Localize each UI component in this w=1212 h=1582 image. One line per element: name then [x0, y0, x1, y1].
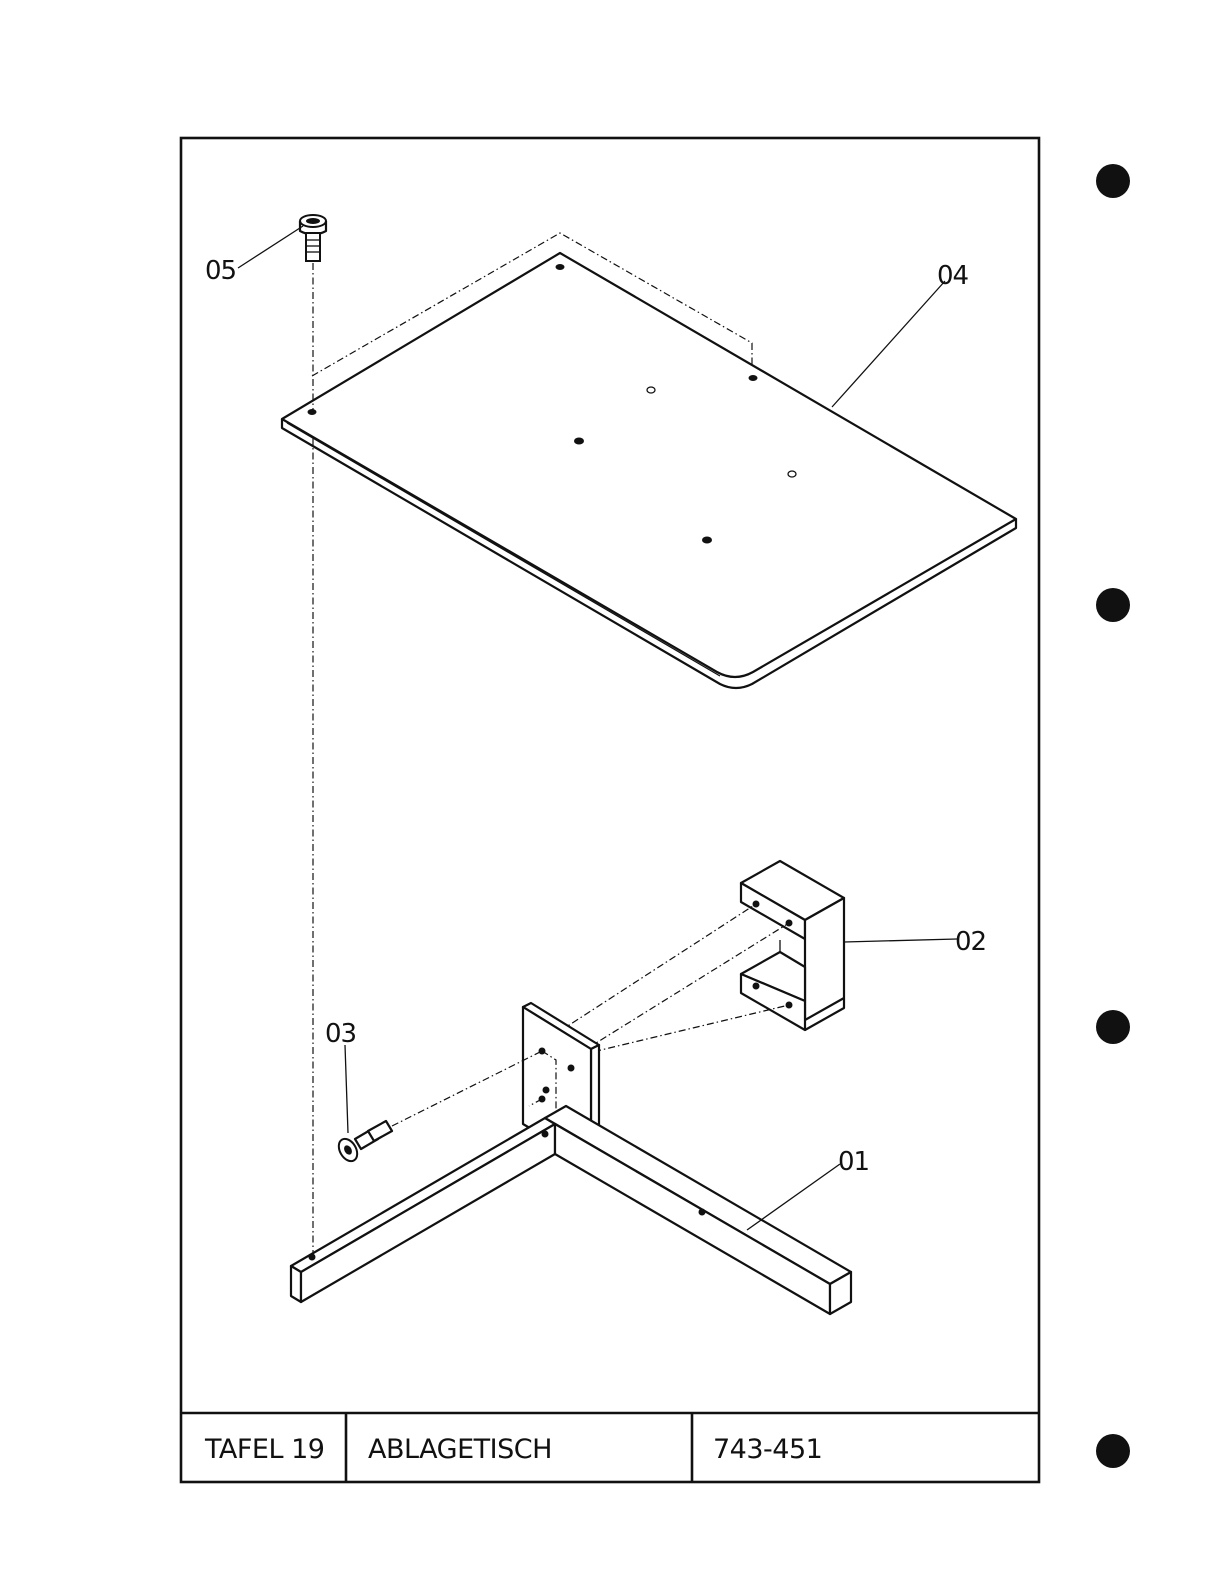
mounting-hole: [574, 438, 584, 445]
binder-hole-icon: [1096, 1434, 1130, 1468]
binder-holes: [1096, 164, 1130, 1468]
mounting-hole: [308, 409, 317, 415]
screw-icon: [300, 215, 326, 261]
callout-05: 05: [205, 256, 236, 286]
callout-04: 04: [937, 261, 969, 291]
callout-01: 01: [838, 1147, 869, 1177]
plate-number: TAFEL 19: [204, 1434, 324, 1465]
mounting-hole: [556, 264, 565, 270]
screw-icon: [335, 1121, 392, 1164]
binder-hole-icon: [1096, 588, 1130, 622]
callout-02: 02: [955, 927, 986, 957]
callout-03: 03: [325, 1019, 356, 1049]
mounting-hole: [702, 537, 712, 544]
mounting-hole: [749, 375, 758, 381]
drawing-number: 743-451: [713, 1434, 822, 1465]
title-block: TAFEL 19 ABLAGETISCH 743-451: [181, 1413, 1039, 1482]
part-04-table-top: [282, 233, 1016, 688]
binder-hole-icon: [1096, 164, 1130, 198]
part-01-base: [291, 1003, 851, 1314]
part-02-u-bracket: [741, 861, 844, 1030]
part-name: ABLAGETISCH: [368, 1434, 552, 1465]
binder-hole-icon: [1096, 1010, 1130, 1044]
